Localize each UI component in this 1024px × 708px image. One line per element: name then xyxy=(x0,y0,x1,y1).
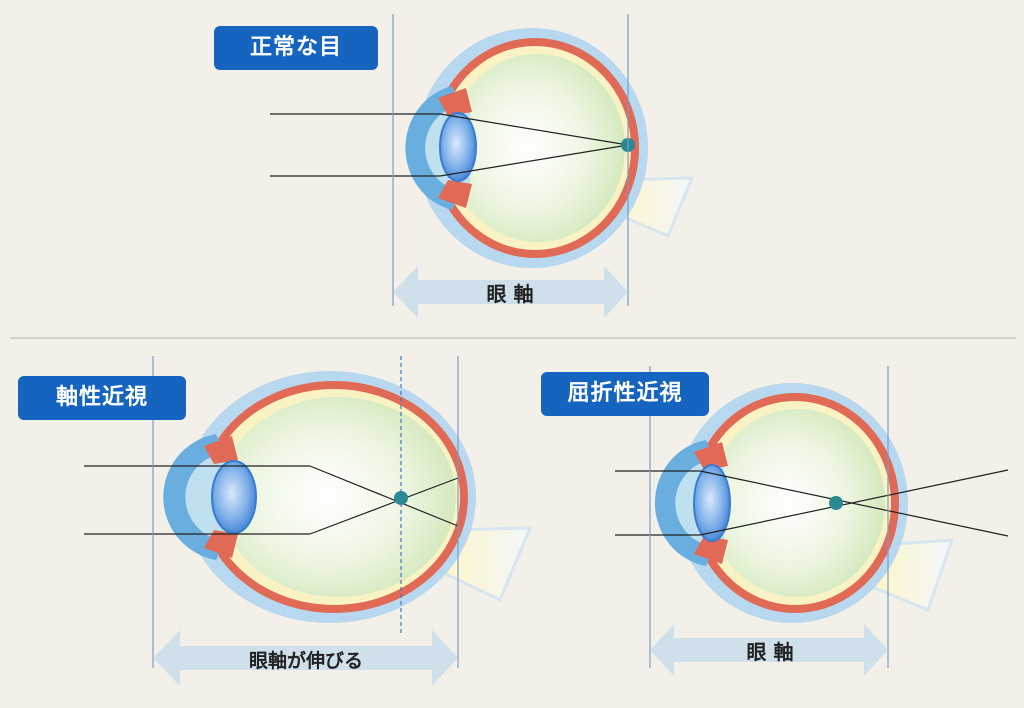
focus-point xyxy=(829,496,843,510)
refracted-ray-bottom xyxy=(309,477,459,535)
axis-arrow-label: 眼軸が伸びる xyxy=(249,649,363,672)
axis-arrow xyxy=(650,624,888,676)
refracted-ray-top xyxy=(699,470,1009,537)
axis-arrow-label: 眼 軸 xyxy=(747,640,794,664)
axis-arrow xyxy=(393,266,628,318)
refracted-ray-bottom xyxy=(699,469,1009,536)
refracted-ray-bottom xyxy=(439,144,629,177)
lens xyxy=(439,112,477,182)
iris-bottom xyxy=(438,180,472,208)
iris-bottom xyxy=(694,536,728,564)
iris-top xyxy=(694,442,728,470)
refracted-ray-top xyxy=(309,465,459,527)
vitreous-body xyxy=(709,409,885,597)
vitreous-body xyxy=(449,54,625,242)
lens xyxy=(693,464,731,542)
axial-myopia-label: 軸性近視 xyxy=(18,376,186,420)
refractive-myopia-eye: 眼 軸 xyxy=(615,366,1009,676)
normal-eye-label: 正常な目 xyxy=(214,26,378,70)
refracted-ray-top xyxy=(439,113,629,146)
vitreous-body xyxy=(220,397,456,597)
refractive-myopia-label: 屈折性近視 xyxy=(541,372,709,416)
normal-eye: 眼 軸 xyxy=(270,14,695,318)
axis-arrow-label: 眼 軸 xyxy=(487,282,534,306)
iris-top xyxy=(204,436,238,464)
axial-myopia-eye: 眼軸が伸びる xyxy=(84,356,533,686)
lens xyxy=(211,460,257,534)
iris-top xyxy=(438,88,472,116)
iris-bottom xyxy=(204,530,238,558)
axis-arrow xyxy=(153,630,458,686)
